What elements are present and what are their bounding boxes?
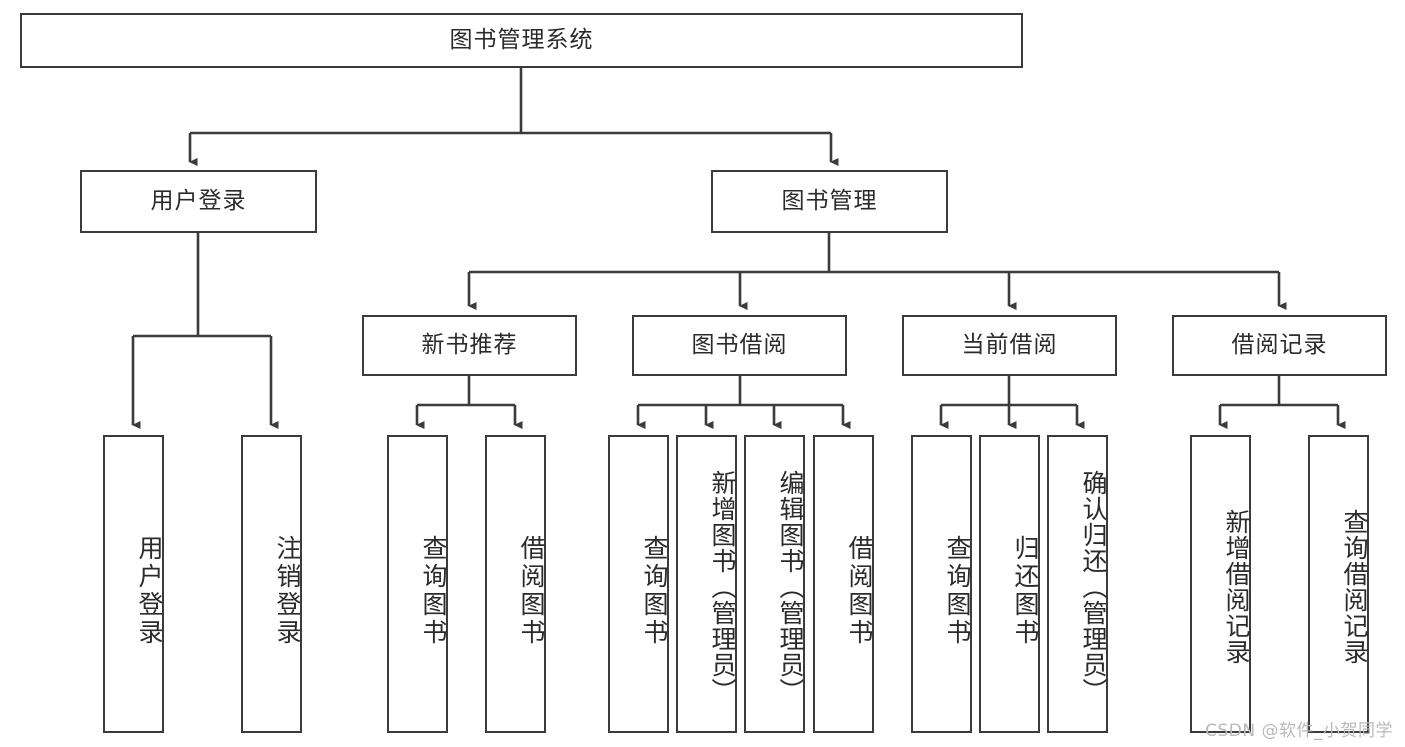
- node-new-book-recommend[interactable]: 新书推荐: [362, 315, 577, 376]
- leaf-user-login-logout[interactable]: 注销登录: [241, 435, 302, 733]
- leaf-current-borrow-query[interactable]: 查询图书: [911, 435, 972, 733]
- node-book-borrow[interactable]: 图书借阅: [632, 315, 847, 376]
- node-borrow-records[interactable]: 借阅记录: [1172, 315, 1387, 376]
- leaf-new-book-borrow[interactable]: 借阅图书: [485, 435, 546, 733]
- leaf-new-book-query[interactable]: 查询图书: [387, 435, 448, 733]
- node-book-management[interactable]: 图书管理: [711, 170, 948, 233]
- leaf-borrow-records-add[interactable]: 新增借阅记录: [1190, 435, 1251, 733]
- leaf-book-borrow-borrow[interactable]: 借阅图书: [813, 435, 874, 733]
- leaf-book-borrow-edit[interactable]: 编辑图书（管理员）: [744, 435, 805, 733]
- leaf-user-login-login[interactable]: 用户登录: [103, 435, 164, 733]
- node-current-borrow[interactable]: 当前借阅: [902, 315, 1117, 376]
- node-user-login[interactable]: 用户登录: [80, 170, 317, 233]
- leaf-current-borrow-confirm-return[interactable]: 确认归还（管理员）: [1047, 435, 1108, 733]
- node-root-system[interactable]: 图书管理系统: [20, 13, 1023, 68]
- leaf-book-borrow-query[interactable]: 查询图书: [608, 435, 669, 733]
- leaf-book-borrow-add[interactable]: 新增图书（管理员）: [676, 435, 737, 733]
- leaf-current-borrow-return[interactable]: 归还图书: [979, 435, 1040, 733]
- csdn-watermark: CSDN @软件_小贺同学: [1205, 721, 1393, 741]
- leaf-borrow-records-query[interactable]: 查询借阅记录: [1308, 435, 1369, 733]
